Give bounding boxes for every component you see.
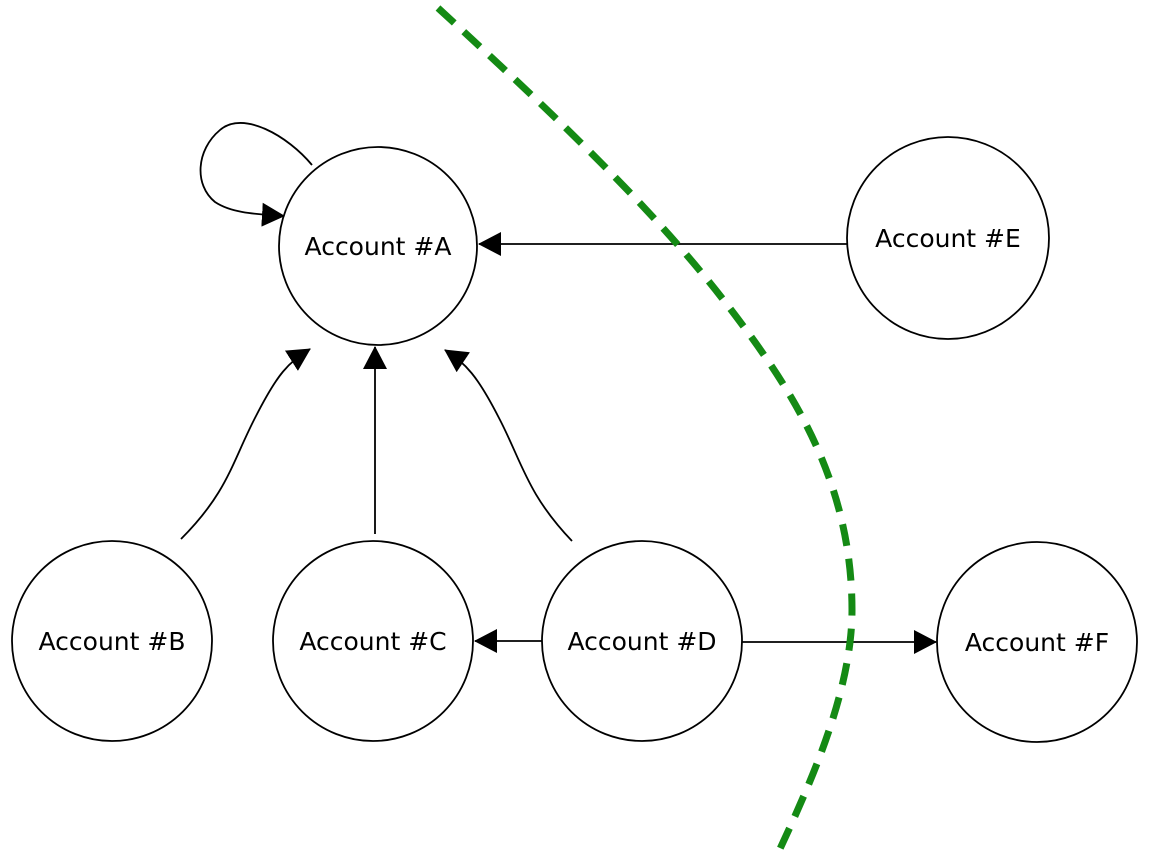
node-account-f: Account #F: [936, 541, 1138, 743]
node-account-e: Account #E: [846, 136, 1050, 340]
node-account-d: Account #D: [541, 540, 743, 742]
node-account-b: Account #B: [11, 540, 213, 742]
node-account-f-circle: [936, 541, 1138, 743]
edge-a-to-a-self-loop: [199, 122, 313, 227]
node-account-d-label: Account #D: [567, 627, 716, 656]
node-account-b-circle: [11, 540, 213, 742]
node-account-c-label: Account #C: [299, 627, 446, 656]
edge-b-to-a: [180, 348, 311, 540]
node-account-f-label: Account #F: [965, 628, 1109, 657]
node-account-a-circle: [278, 146, 478, 346]
node-account-a-label: Account #A: [305, 232, 452, 261]
node-account-a: Account #A: [278, 146, 478, 346]
node-account-c-circle: [272, 540, 474, 742]
node-account-b-label: Account #B: [39, 627, 186, 656]
node-account-c: Account #C: [272, 540, 474, 742]
node-account-e-circle: [846, 136, 1050, 340]
node-account-e-label: Account #E: [875, 224, 1021, 253]
edge-d-to-a: [444, 349, 573, 542]
partition-boundary-dashed-curve: [435, 5, 856, 853]
